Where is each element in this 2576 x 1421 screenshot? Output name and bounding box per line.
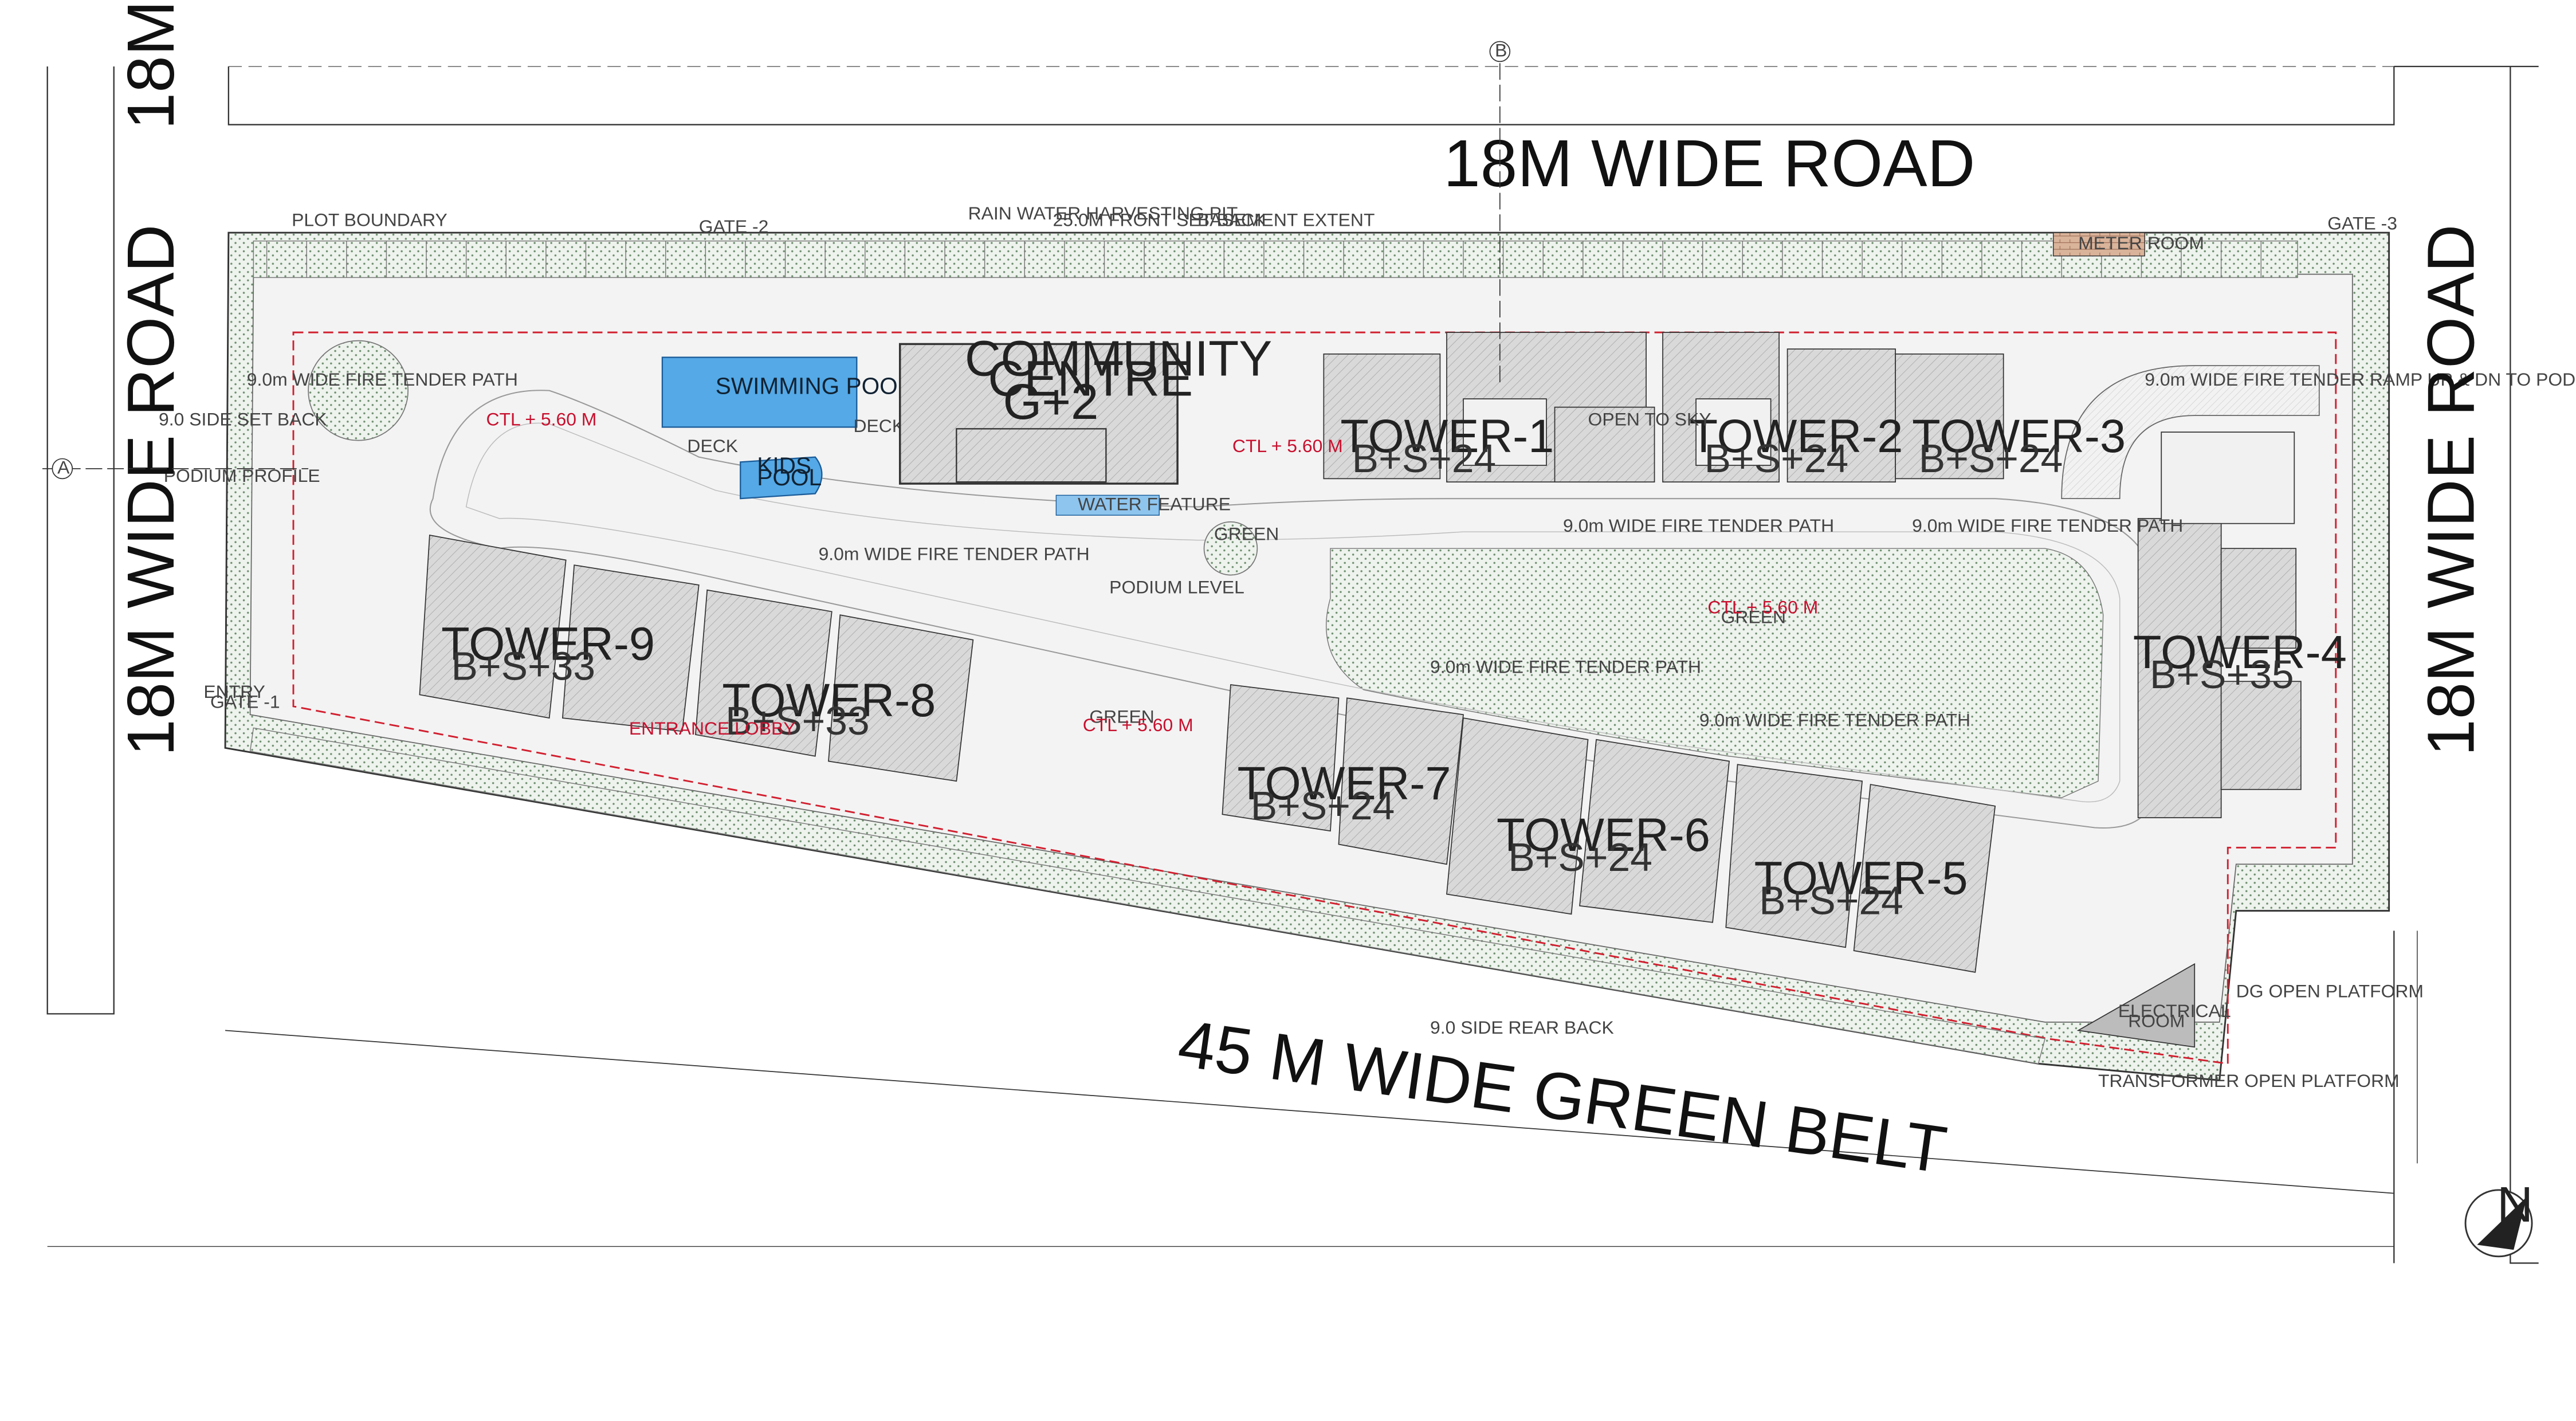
community-centre-label-3: G+2 xyxy=(1003,374,1099,430)
svg-text:A: A xyxy=(57,457,70,478)
right-road-label: 18M WIDE ROAD xyxy=(2414,225,2488,756)
tower-3-label: TOWER-3 xyxy=(1912,410,2126,462)
electrical-room-label-2: ROOM xyxy=(2128,1011,2185,1031)
top-road-label: 18M WIDE ROAD xyxy=(1443,126,1975,201)
central-green xyxy=(1326,548,2104,799)
dg-platform-note: DG OPEN PLATFORM xyxy=(2236,980,2424,1001)
fire-ramp xyxy=(2061,365,2320,500)
podium-level-label: PODIUM LEVEL xyxy=(1109,577,1244,598)
meter-room-label: METER ROOM xyxy=(2078,233,2204,253)
kids-pool-label-2: POOL xyxy=(757,464,822,490)
bottom-parking-strip xyxy=(249,727,2046,1065)
tower-2-floors: B+S+24 xyxy=(1705,436,1849,481)
tower-9-label: TOWER-9 xyxy=(441,618,655,670)
tower-8-floors: B+S+33 xyxy=(725,698,870,743)
basement-extent-note: BASEMENT EXTENT xyxy=(1197,209,1375,230)
deck-label-2: DECK xyxy=(853,415,904,436)
ctl-tag-3: CTL + 5.60 M xyxy=(1707,596,1818,617)
tower-6-floors: B+S+24 xyxy=(1508,835,1652,880)
rear-setback-note: 9.0 SIDE REAR BACK xyxy=(1430,1017,1614,1038)
electrical-room xyxy=(2076,963,2196,1048)
north-compass-icon: N xyxy=(2464,1177,2533,1258)
tower-7-label: TOWER-7 xyxy=(1238,757,1451,810)
meter-room xyxy=(2052,232,2145,257)
rain-water-note: RAIN WATER HARVESTING PIT xyxy=(968,203,1238,223)
community-centre xyxy=(898,343,1179,485)
section-marker-b: B xyxy=(1489,40,1511,383)
ctl-tag-4: CTL + 5.60 M xyxy=(1083,715,1193,735)
swimming-pool-label: SWIMMING POOL xyxy=(716,372,911,399)
fire-path-note-6: 9.0m WIDE FIRE TENDER PATH xyxy=(247,369,518,390)
gate-3-note: GATE -3 xyxy=(2327,213,2397,233)
side-setback-note: 9.0 SIDE SET BACK xyxy=(159,409,327,430)
transformer-note: TRANSFORMER OPEN PLATFORM xyxy=(2098,1070,2400,1091)
community-centre-core xyxy=(956,428,1107,483)
entrance-lobby-note: ENTRANCE LOBBY xyxy=(629,718,796,739)
green-label-2: GREEN xyxy=(1089,706,1154,727)
svg-text:B: B xyxy=(1495,40,1507,61)
community-centre-label-1: COMMUNITY xyxy=(965,331,1272,387)
community-centre-label-2: CENTRE xyxy=(988,351,1193,406)
towers-top-row xyxy=(1323,332,2004,483)
tower-1-label: TOWER-1 xyxy=(1340,410,1554,462)
fire-tender-loop-inner xyxy=(465,422,2121,803)
tower-5-floors: B+S+24 xyxy=(1759,878,1903,923)
gate-2-note: GATE -2 xyxy=(699,216,769,237)
towers-bottom-right xyxy=(1222,684,1996,973)
tower-6-label: TOWER-6 xyxy=(1497,809,1710,861)
water-feature-label: WATER FEATURE xyxy=(1078,493,1231,514)
fire-path-note-3: 9.0m WIDE FIRE TENDER PATH xyxy=(1912,515,2183,536)
towers-left xyxy=(419,534,974,782)
top-left-road-label: 18M W xyxy=(113,0,188,129)
tower-4-label: TOWER-4 xyxy=(2133,626,2347,678)
road-lines xyxy=(46,65,2539,1264)
green-label-3: GREEN xyxy=(1214,524,1279,544)
kids-pool xyxy=(740,456,823,500)
round-feature-left xyxy=(308,340,409,441)
tower-7-floors: B+S+24 xyxy=(1251,783,1395,828)
ctl-tag-1: CTL + 5.60 M xyxy=(486,409,596,430)
tower-4-building xyxy=(2137,431,2302,818)
tower-5-label: TOWER-5 xyxy=(1754,853,1968,905)
entry-note: ENTRY xyxy=(203,681,265,702)
open-to-sky-note: OPEN TO SKY xyxy=(1588,409,1711,430)
setback-line xyxy=(292,331,2337,1065)
front-setback-note: 25.0M FRONT SET BACK xyxy=(1053,209,1267,230)
fire-path-note-1: 9.0m WIDE FIRE TENDER PATH xyxy=(819,543,1090,564)
ctl-tag-2: CTL + 5.60 M xyxy=(1232,435,1343,456)
water-feature xyxy=(1055,494,1160,516)
fire-path-note-4: 9.0m WIDE FIRE TENDER PATH xyxy=(1430,657,1701,677)
gate-1-note: GATE -1 xyxy=(210,692,280,712)
svg-text:N: N xyxy=(2497,1177,2533,1232)
plot-boundary-note: PLOT BOUNDARY xyxy=(292,209,447,230)
tower-8-label: TOWER-8 xyxy=(722,674,936,727)
tower-3-floors: B+S+24 xyxy=(1919,436,2063,481)
section-marker-a: A xyxy=(42,457,309,480)
left-road-label: 18M WIDE ROAD xyxy=(113,225,188,756)
tower-2-label: TOWER-2 xyxy=(1689,410,1903,462)
kids-pool-label-1: KIDS xyxy=(757,453,811,479)
green-label-1: GREEN xyxy=(1721,607,1786,627)
tower-4-floors: B+S+35 xyxy=(2150,652,2294,697)
electrical-room-label-1: ELECTRICAL xyxy=(2118,1000,2231,1021)
round-feature-mid xyxy=(1203,521,1258,576)
swimming-pool xyxy=(661,356,858,428)
fire-path-note-2: 9.0m WIDE FIRE TENDER PATH xyxy=(1563,515,1834,536)
tower-1-floors: B+S+24 xyxy=(1352,436,1497,481)
ramp-note: 9.0m WIDE FIRE TENDER RAMP UP & DN TO PO… xyxy=(2145,369,2576,390)
fire-path-note-5: 9.0m WIDE FIRE TENDER PATH xyxy=(1699,710,1970,731)
top-parking-bays xyxy=(253,240,2298,278)
tower-9-floors: B+S+33 xyxy=(451,643,596,688)
deck-label-1: DECK xyxy=(687,435,738,456)
